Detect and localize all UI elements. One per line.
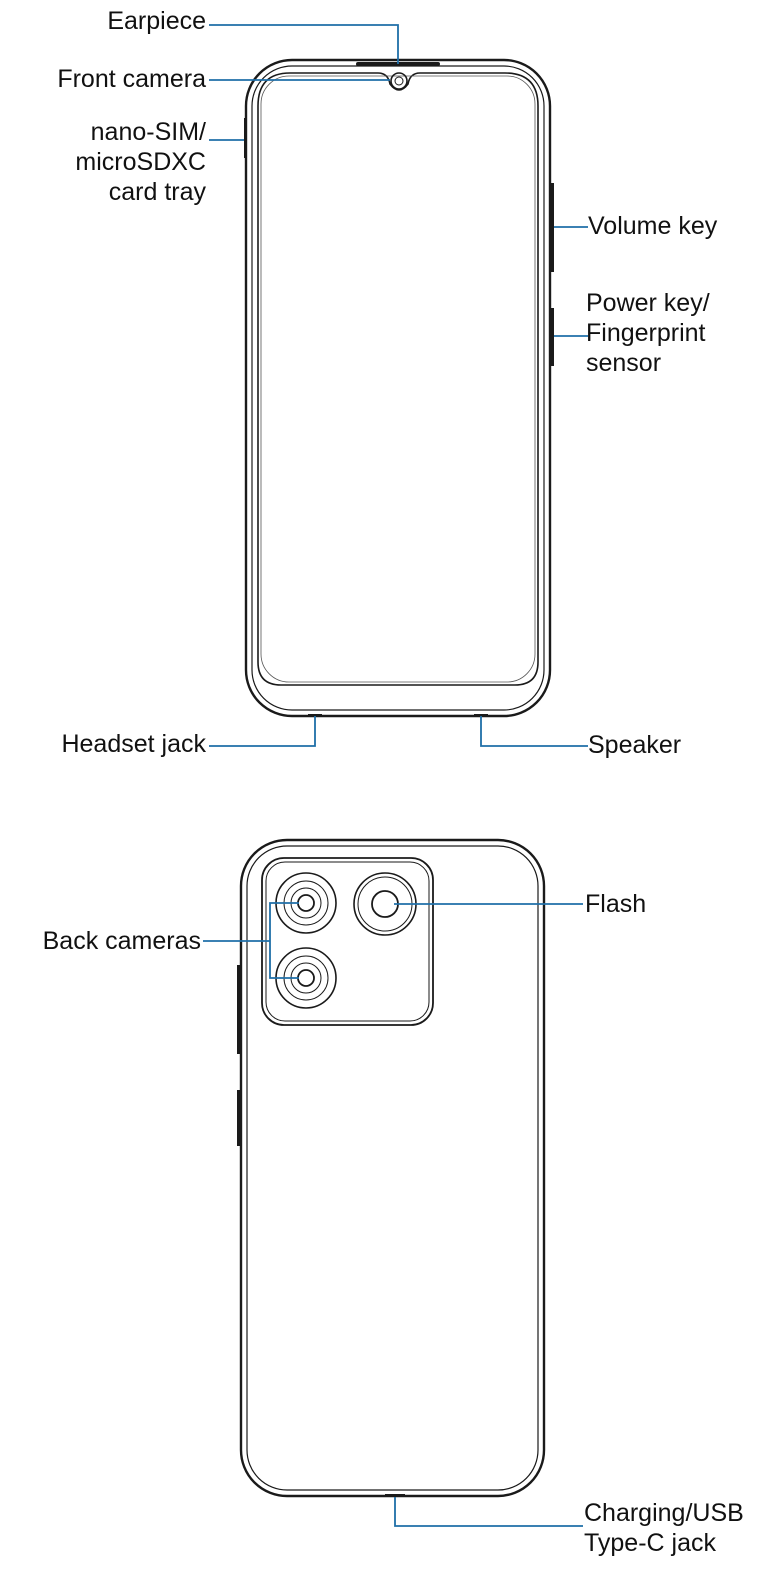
front-phone (244, 58, 554, 718)
volume-key (550, 183, 554, 272)
label-charging-port: Charging/USB Type-C jack (584, 1499, 744, 1557)
front-phone-body (244, 58, 552, 718)
label-headset-jack: Headset jack (61, 730, 206, 758)
headset-jack-hole (308, 714, 322, 717)
back-leader-lines (203, 902, 583, 1527)
back-power-key (237, 1090, 241, 1146)
charging-port-leader (394, 1497, 583, 1527)
sim-tray-slot (244, 118, 246, 158)
usb-c-port (385, 1494, 405, 1497)
back-phone-body (239, 838, 546, 1498)
front-camera-lens-outer (390, 72, 408, 90)
label-flash: Flash (585, 890, 647, 918)
label-back-cameras: Back cameras (42, 927, 201, 955)
speaker-leader (480, 716, 588, 747)
back-phone-inner (246, 845, 539, 1491)
front-camera-lens-inner (394, 76, 404, 86)
back-phone (237, 838, 546, 1498)
front-leader-lines (209, 24, 588, 747)
back-volume-key (237, 965, 241, 1054)
power-key (550, 308, 554, 366)
front-phone-bezel (251, 65, 545, 711)
label-speaker: Speaker (588, 731, 682, 759)
headset-jack-leader (209, 716, 316, 747)
front-screen-inner (260, 75, 536, 683)
back-cameras-bracket (269, 902, 299, 979)
front-screen (257, 72, 539, 686)
label-power-key: Power key/ Fingerprint sensor (586, 289, 710, 377)
label-volume-key: Volume key (588, 212, 718, 240)
label-sim-tray: nano-SIM/ microSDXC card tray (75, 118, 206, 206)
earpiece-leader (209, 24, 399, 64)
speaker-hole (474, 714, 488, 717)
label-earpiece: Earpiece (107, 7, 206, 35)
label-front-camera: Front camera (57, 65, 206, 93)
